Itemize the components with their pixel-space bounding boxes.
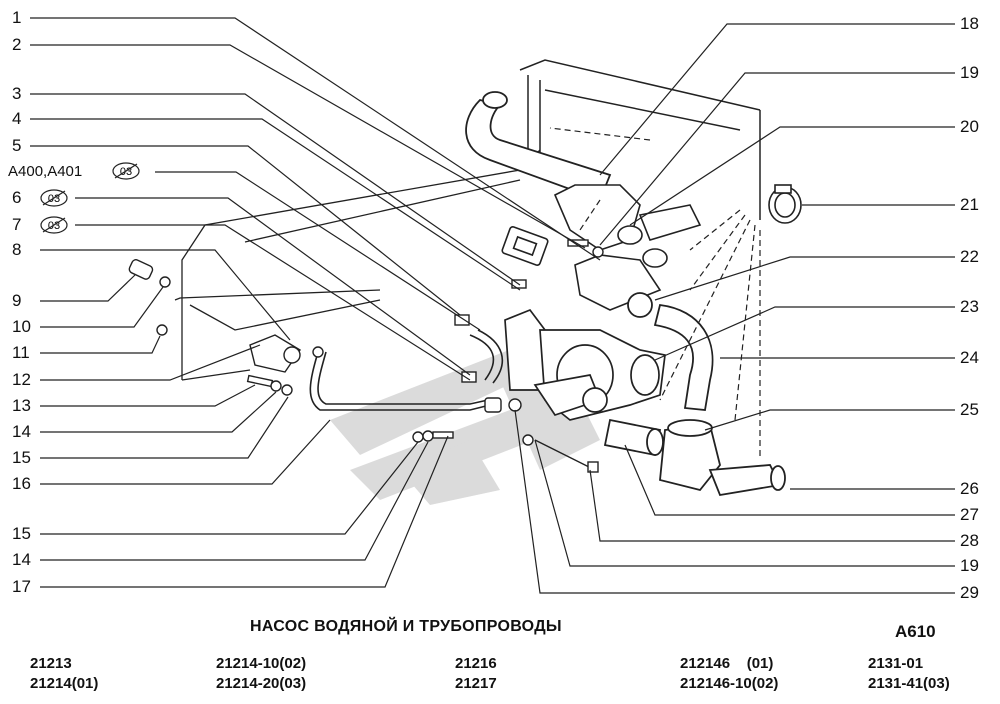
callout-9: 9	[12, 291, 22, 310]
callout-24: 24	[960, 348, 979, 367]
callout-16: 16	[12, 474, 31, 493]
callout-a400-a401: A400,A401	[8, 163, 83, 180]
callout-7: 7	[12, 215, 22, 234]
callout-23: 23	[960, 297, 979, 316]
crossed-badge-2: 03	[40, 189, 68, 207]
callout-12: 12	[12, 370, 31, 389]
page-code: A610	[895, 622, 936, 641]
callout-20: 20	[960, 117, 979, 136]
radiator-frame	[519, 59, 761, 220]
gasket-upper	[501, 226, 549, 266]
callout-27: 27	[960, 505, 979, 524]
callout-1: 1	[12, 8, 22, 27]
callout-29: 29	[960, 583, 979, 602]
crossed-badge-3: 03	[40, 216, 68, 234]
model-col-4-line-1: 212146 (01)	[680, 655, 774, 672]
page-title: НАСОС ВОДЯНОЙ И ТРУБОПРОВОДЫ	[250, 618, 562, 635]
callout-14b: 14	[12, 550, 31, 569]
callout-19: 19	[960, 63, 979, 82]
callout-17: 17	[12, 577, 31, 596]
callout-5: 5	[12, 136, 22, 155]
callout-3: 3	[12, 84, 22, 103]
callout-25: 25	[960, 400, 979, 419]
callout-22: 22	[960, 247, 979, 266]
left-pipe	[309, 329, 504, 411]
model-col-2-line-2: 21214-20(03)	[216, 675, 307, 692]
callout-19b: 19	[960, 556, 979, 575]
callout-13: 13	[12, 396, 31, 415]
model-col-2-line-1: 21214-10(02)	[216, 655, 307, 672]
callout-4: 4	[12, 109, 22, 128]
callout-2: 2	[12, 35, 22, 54]
water-pump	[504, 308, 666, 421]
callout-26: 26	[960, 479, 979, 498]
thermostat-housing	[553, 184, 702, 311]
callout-15: 15	[12, 448, 31, 467]
crossed-badge-1: 03	[112, 162, 140, 180]
callout-21: 21	[960, 195, 979, 214]
model-col-1-line-1: 21213	[30, 655, 72, 672]
flow-arrows	[549, 127, 761, 460]
callout-14: 14	[12, 422, 31, 441]
lower-hoses	[603, 292, 786, 497]
callout-10: 10	[12, 317, 31, 336]
callout-8: 8	[12, 240, 22, 259]
leader-lines	[30, 17, 955, 594]
model-col-4-line-2: 212146-10(02)	[680, 675, 779, 692]
model-col-5-line-2: 2131-41(03)	[868, 675, 950, 692]
callout-18: 18	[960, 14, 979, 33]
model-col-3-line-1: 21216	[455, 655, 497, 672]
model-col-1-line-2: 21214(01)	[30, 675, 99, 692]
model-col-5-line-1: 2131-01	[868, 655, 924, 672]
upper-hose	[465, 91, 612, 202]
callout-11: 11	[12, 343, 30, 362]
model-col-3-line-2: 21217	[455, 675, 497, 692]
callout-6: 6	[12, 188, 22, 207]
callout-15b: 15	[12, 524, 31, 543]
hose-clamp	[768, 184, 802, 224]
callout-28: 28	[960, 531, 979, 550]
